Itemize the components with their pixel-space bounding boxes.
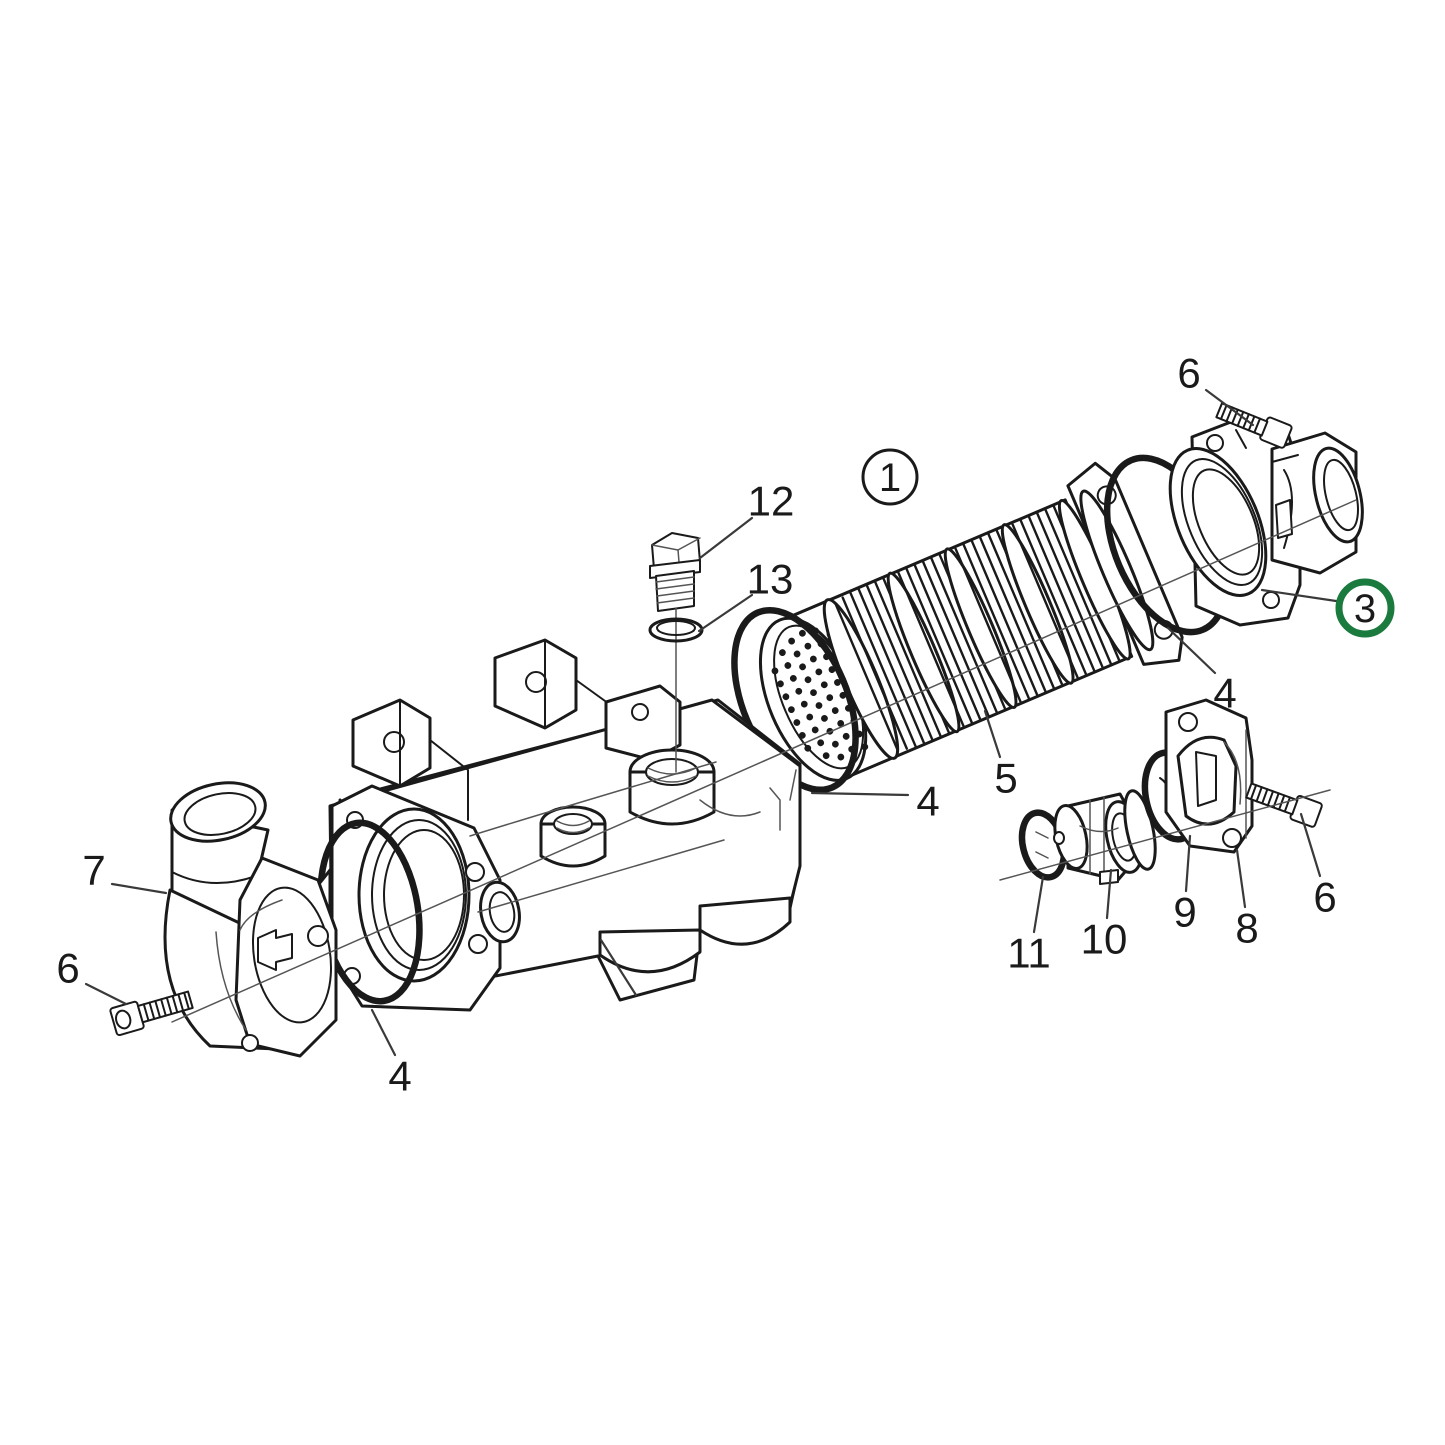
callout-3-c3: 3 <box>1260 578 1395 638</box>
leader-line <box>1299 812 1322 878</box>
leader-line <box>810 791 910 797</box>
part-cap-screw-top <box>1215 402 1293 449</box>
cooler-fins <box>822 498 1132 760</box>
leader-line <box>1184 834 1192 893</box>
leader-line <box>84 982 128 1006</box>
part-end-housing-cover <box>1168 418 1364 627</box>
callout-4-c4b: 4 <box>810 778 940 825</box>
callout-6-c6c: 6 <box>1299 812 1337 921</box>
callout-1-c1: 1 <box>861 448 919 506</box>
callout-circle <box>861 448 919 506</box>
callout-4-c4a: 4 <box>1166 626 1237 717</box>
part-main-housing-body <box>328 638 802 1012</box>
leader-line <box>1235 848 1247 909</box>
callout-11-c11: 11 <box>1007 875 1051 977</box>
part-drain-plug <box>649 532 701 773</box>
callout-number-13: 13 <box>747 556 794 603</box>
leader-line <box>697 593 754 633</box>
callout-number-8: 8 <box>1235 905 1258 952</box>
callout-number-4: 4 <box>388 1053 411 1100</box>
callout-number-12: 12 <box>748 478 795 525</box>
callout-number-10: 10 <box>1081 916 1128 963</box>
part-cooler-core-element <box>758 461 1184 782</box>
leader-line <box>1032 875 1045 934</box>
callout-8-c8: 8 <box>1235 848 1259 952</box>
part-cap-screw-thermostat <box>1245 782 1323 828</box>
leader-line <box>983 709 1002 759</box>
callout-10-c10: 10 <box>1081 868 1128 963</box>
callout-number-7: 7 <box>82 847 105 894</box>
callout-number-1: 1 <box>879 456 901 500</box>
callout-4-c4c: 4 <box>370 1008 412 1100</box>
leader-line <box>1260 588 1338 603</box>
leader-line <box>698 516 754 560</box>
callout-12-c12: 12 <box>698 478 795 560</box>
leader-line <box>370 1008 397 1057</box>
leader-line <box>1105 868 1113 920</box>
callout-number-6: 6 <box>1313 874 1336 921</box>
callout-unlabeled-c-unlabeled <box>599 938 638 997</box>
callout-6-c6a: 6 <box>1177 350 1255 427</box>
callout-number-6: 6 <box>1177 350 1200 397</box>
leader-line <box>110 882 168 895</box>
callout-circle-highlighted <box>1335 578 1395 638</box>
callout-number-5: 5 <box>994 755 1017 802</box>
callout-number-4: 4 <box>1213 670 1236 717</box>
callout-number-4: 4 <box>916 778 939 825</box>
part-cap-screw-bottom-left <box>109 990 194 1037</box>
part-thermostat-housing-cover <box>1164 698 1254 854</box>
callout-number-11: 11 <box>1007 930 1051 977</box>
part-o-ring-core-front <box>731 606 859 794</box>
callout-6-c6b: 6 <box>56 945 128 1006</box>
leader-line <box>1204 388 1255 427</box>
part-elbow-water-outlet <box>163 781 338 1058</box>
callout-number-3: 3 <box>1354 587 1376 631</box>
callout-13-c13: 13 <box>697 556 794 633</box>
callout-number-6: 6 <box>56 945 79 992</box>
callout-5-c5: 5 <box>983 709 1018 802</box>
callout-7-c7: 7 <box>82 847 168 895</box>
assembly-centerlines <box>171 499 1357 1023</box>
callout-number-9: 9 <box>1173 889 1196 936</box>
callout-9-c9: 9 <box>1173 834 1197 936</box>
leader-line <box>599 938 638 997</box>
leader-line <box>1166 626 1217 675</box>
